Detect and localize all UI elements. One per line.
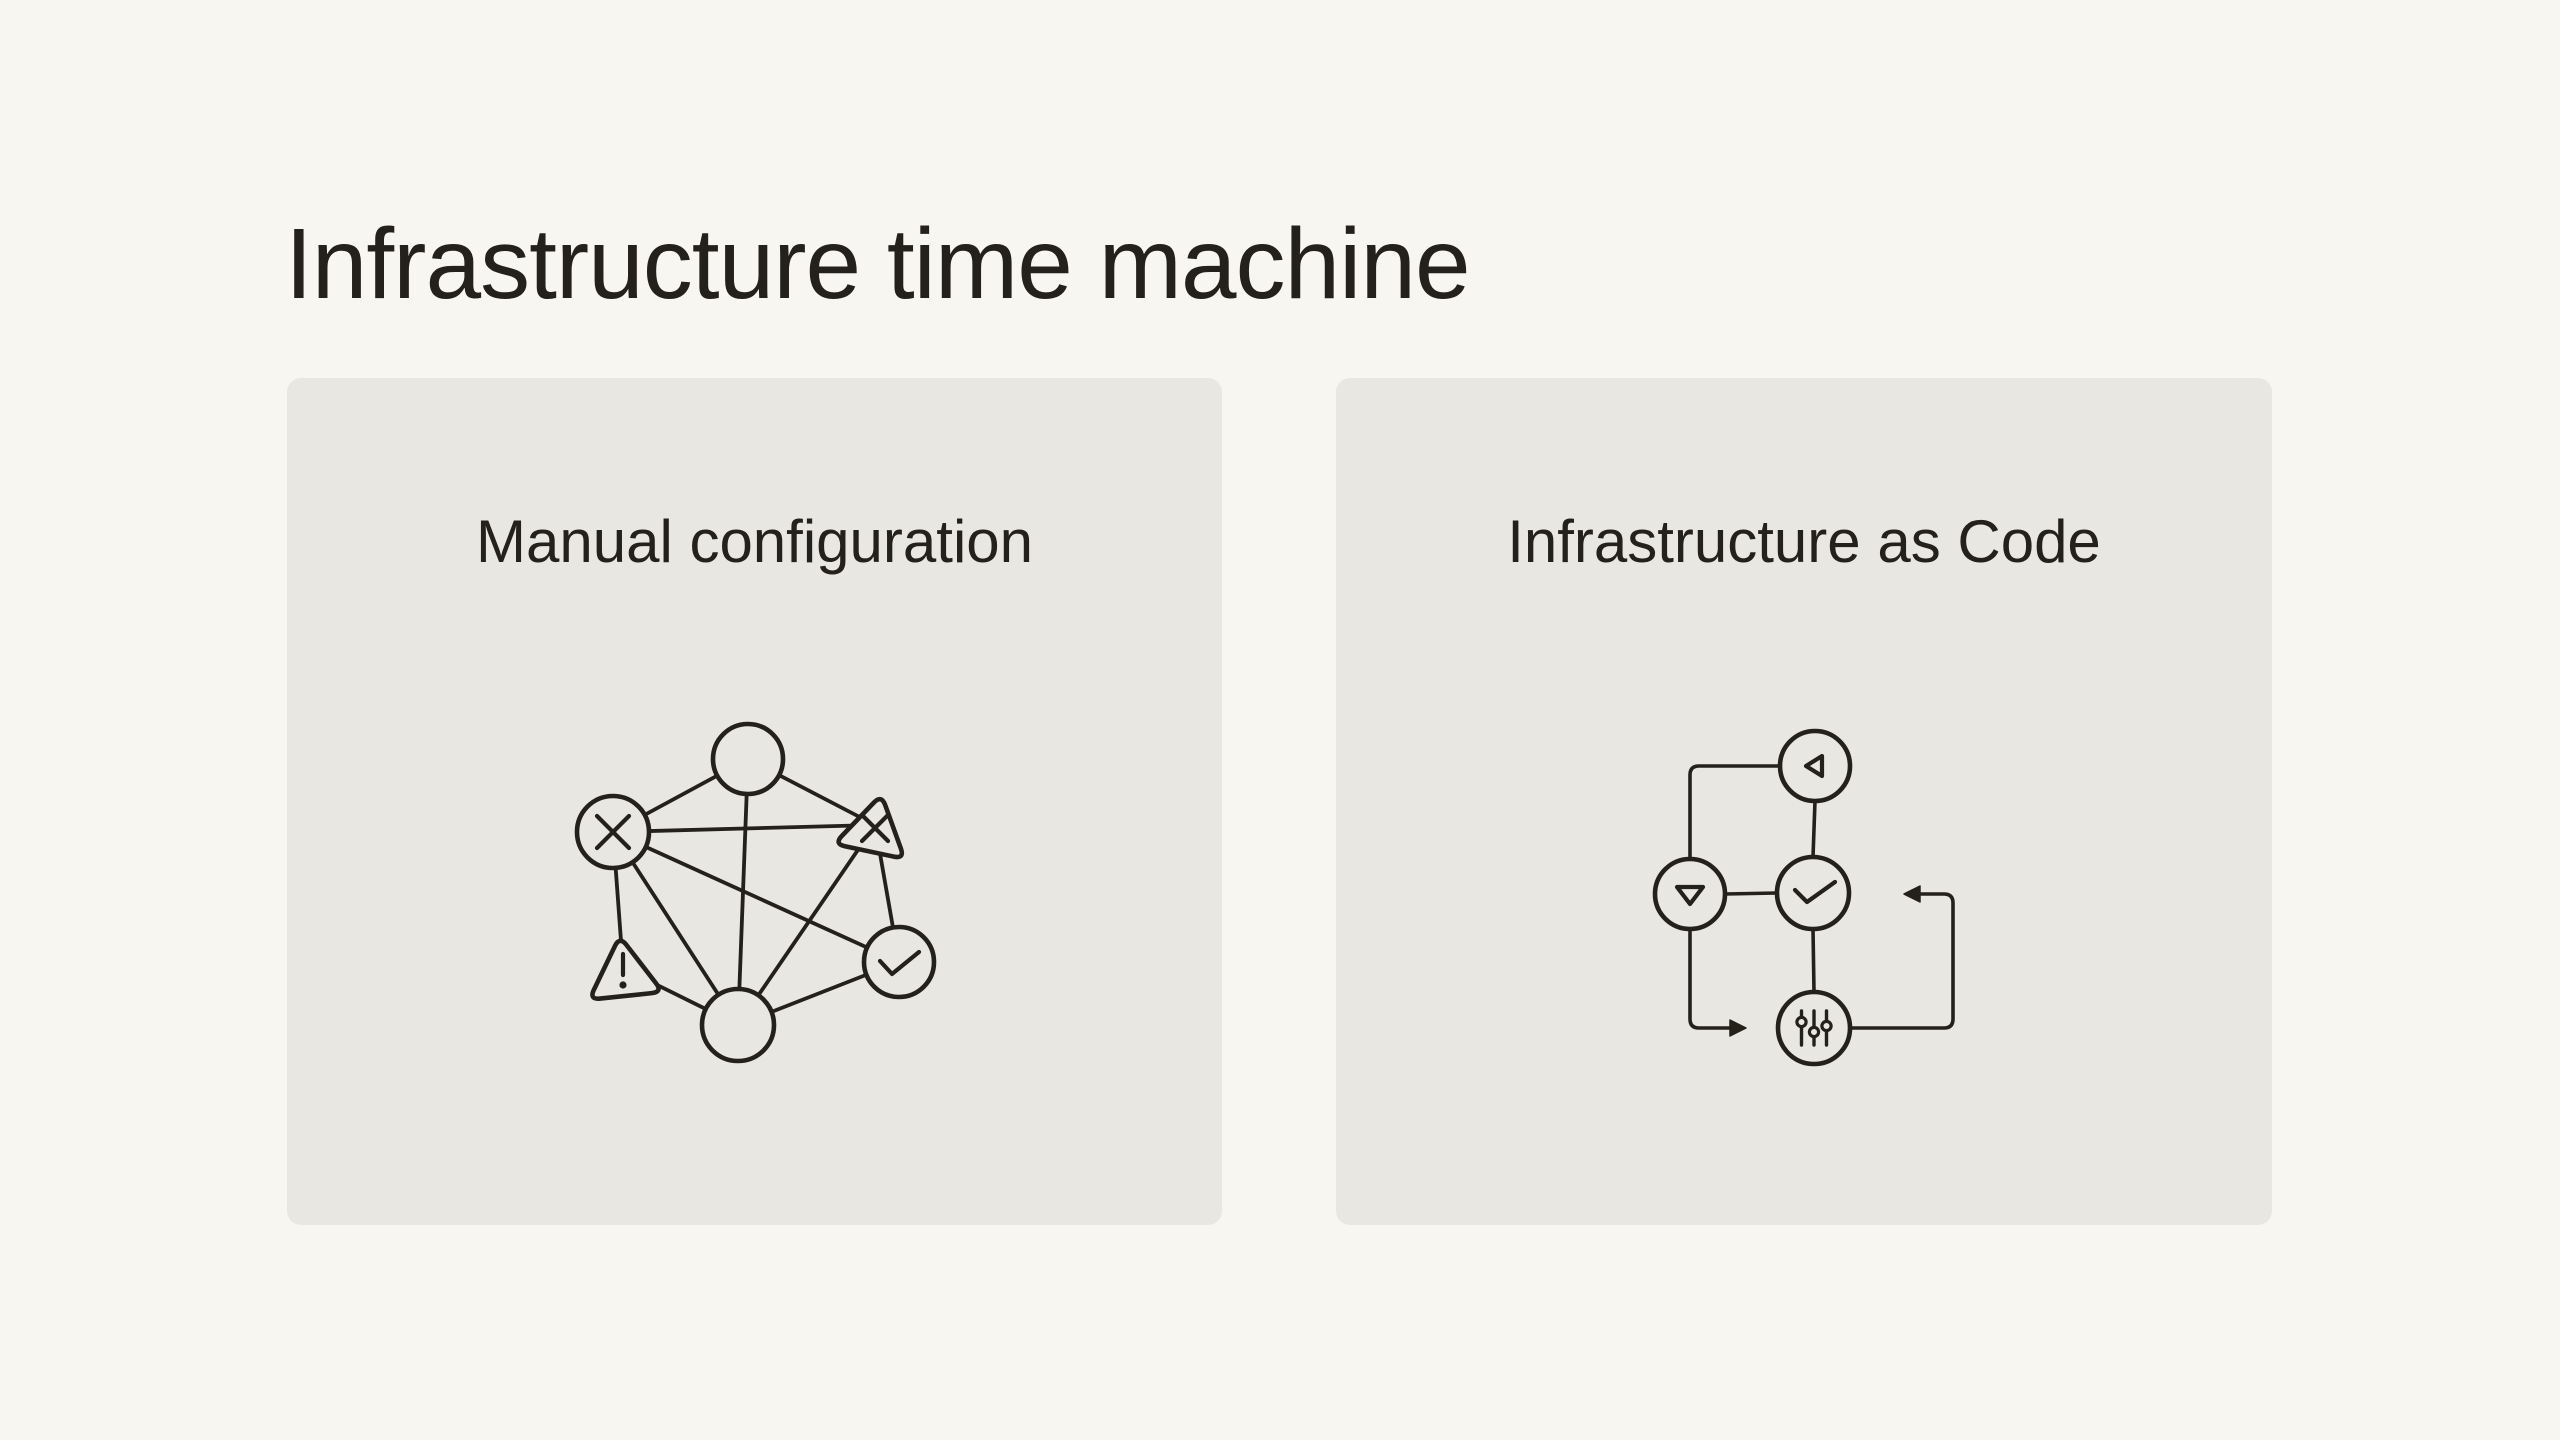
circle-node-top xyxy=(710,721,786,797)
slider-knob-0 xyxy=(1795,1015,1808,1029)
arrowhead-icon xyxy=(1903,885,1921,903)
x-icon xyxy=(594,813,632,851)
card-manual-configuration: Manual configuration xyxy=(287,378,1222,1225)
edge-line xyxy=(611,830,901,964)
slider-knob-2 xyxy=(1820,1019,1833,1033)
card-title-iac: Infrastructure as Code xyxy=(1507,508,2101,575)
check-icon xyxy=(1792,879,1838,905)
circle-node-bottom xyxy=(699,986,777,1064)
dropdown-triangle-icon xyxy=(1674,884,1706,907)
edge-line xyxy=(736,823,877,1027)
check-circle-node xyxy=(861,924,937,1000)
rollback-triangle-icon xyxy=(1803,753,1825,779)
connector-line xyxy=(1811,799,1817,859)
arrowhead-icon xyxy=(1729,1019,1747,1037)
manual-configuration-diagram xyxy=(574,721,937,1064)
check-circle-node xyxy=(1774,854,1852,932)
page-title: Infrastructure time machine xyxy=(285,208,1471,320)
card-infrastructure-as-code: Infrastructure as Code xyxy=(1336,378,2272,1225)
slider-knob-1 xyxy=(1807,1025,1821,1039)
exclamation-dot xyxy=(619,981,627,989)
exclamation-triangle-node xyxy=(590,938,661,1001)
connector-line xyxy=(1688,927,1732,1030)
rollback-circle-node xyxy=(1777,728,1853,804)
connector-line xyxy=(1723,891,1779,896)
connector-line xyxy=(1848,892,1955,1030)
check-icon xyxy=(877,949,922,977)
card-title-manual: Manual configuration xyxy=(475,508,1034,575)
edge-line xyxy=(611,830,740,1027)
dropdown-circle-node xyxy=(1652,856,1728,932)
connector-line xyxy=(1688,764,1782,861)
infrastructure-as-code-diagram xyxy=(1652,728,1955,1067)
connector-line xyxy=(1811,927,1816,994)
x-icon xyxy=(859,812,891,844)
x-triangle-node xyxy=(836,796,905,860)
